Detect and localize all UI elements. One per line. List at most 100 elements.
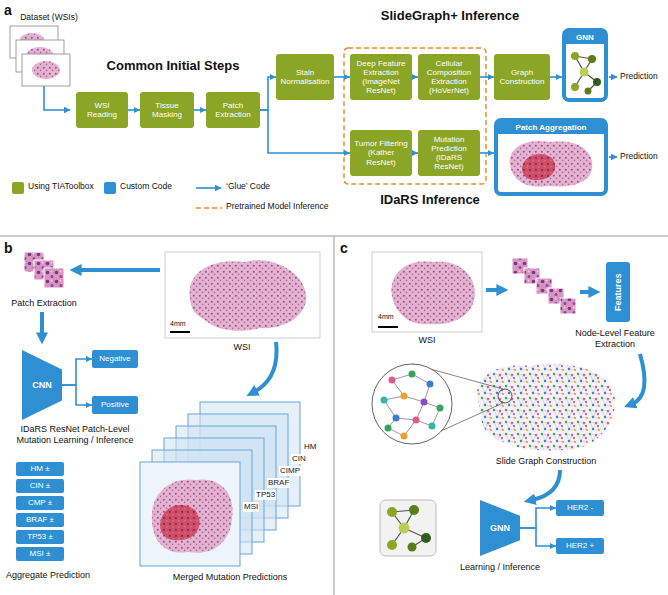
node-text: CNN xyxy=(32,380,52,390)
output-label: Prediction xyxy=(620,151,666,161)
custom-code-box: Negative xyxy=(92,350,138,368)
layer-label: CIMP xyxy=(279,466,301,476)
toolbox-step-box: Mutation Prediction (IDaRS ResNet) xyxy=(418,130,480,176)
panel-letter: a xyxy=(4,2,12,19)
legend-sample xyxy=(196,188,222,208)
custom-code-box: MSI ± xyxy=(16,547,64,561)
trapezoid-shape xyxy=(22,350,62,420)
slide-graph xyxy=(381,397,388,404)
graph-icon xyxy=(409,505,419,515)
node-text: Tumor Filtering (Kather ResNet) xyxy=(353,139,409,167)
flow-arrow xyxy=(260,77,276,110)
node-text: Stain Normalisation xyxy=(279,68,331,86)
node-text: MSI ± xyxy=(18,549,62,558)
section-heading: SlideGraph+ Inference xyxy=(350,8,550,24)
slide-graph xyxy=(409,371,416,378)
slide-graph xyxy=(413,417,420,424)
mutation-layer-stack xyxy=(152,479,233,552)
slide-graph xyxy=(401,393,408,400)
panel-letter: c xyxy=(340,240,348,257)
layer-label: BRAF xyxy=(267,478,290,488)
node-text: Mutation Prediction (IDaRS ResNet) xyxy=(421,135,477,172)
slide-graph xyxy=(372,364,615,451)
custom-code-box: HER2 + xyxy=(556,538,604,554)
whole-slide-image xyxy=(165,252,320,338)
toolbox-step-box: Tissue Masking xyxy=(140,92,194,128)
flow-arrow-big xyxy=(580,290,592,294)
mutation-layer-stack xyxy=(140,462,240,566)
image-caption: WSI xyxy=(407,335,447,346)
flow-arrow xyxy=(550,76,562,78)
patch-tiles xyxy=(560,298,576,314)
node-text: Features xyxy=(613,273,623,311)
layer-label: MSI xyxy=(243,502,259,512)
patch-tiles xyxy=(24,252,64,288)
image-caption: WSI xyxy=(222,342,262,353)
slide-graph xyxy=(393,415,400,422)
patch-tiles xyxy=(512,258,576,314)
graph-icon xyxy=(387,507,397,517)
legend-sample xyxy=(196,187,221,189)
slide-graph xyxy=(477,364,615,451)
slide-graph xyxy=(389,377,396,384)
flow-arrow-big xyxy=(532,470,560,500)
node-text: Positive xyxy=(94,400,136,409)
mutation-layer-stack xyxy=(140,402,300,566)
whole-slide-image xyxy=(372,252,482,332)
custom-code-box: BRAF ± xyxy=(16,513,64,527)
node-text: TP53 ± xyxy=(18,532,62,541)
flow-arrow xyxy=(480,152,494,154)
node-text: Cellular Composition Extraction (HoVerNe… xyxy=(421,59,477,96)
custom-module-box: GNN xyxy=(562,28,608,102)
node-text: Deep Feature Extraction (ImageNet ResNet… xyxy=(353,59,409,96)
mutation-layer-stack xyxy=(160,505,200,540)
node-text: Graph Construction xyxy=(497,68,547,86)
flow-arrow xyxy=(194,109,206,111)
network-trapezoid: CNN xyxy=(22,350,62,420)
dataset-slides xyxy=(10,26,70,110)
section-heading: Common Initial Steps xyxy=(88,58,258,74)
graph-icon xyxy=(380,500,436,556)
toolbox-step-box: Cellular Composition Extraction (HoVerNe… xyxy=(418,54,480,100)
flow-arrow-big xyxy=(486,288,500,292)
toolbox-step-box: Stain Normalisation xyxy=(276,54,334,100)
whole-slide-image xyxy=(165,252,320,338)
graph-icon xyxy=(387,540,397,550)
whole-slide-image xyxy=(378,326,398,328)
toolbox-step-box: Tumor Filtering (Kather ResNet) xyxy=(350,130,412,176)
slide-graph xyxy=(372,364,452,444)
slide-graph xyxy=(498,389,512,403)
network-trapezoid: GNN xyxy=(480,500,520,556)
pretrained-model-region xyxy=(344,48,486,184)
node-text: BRAF ± xyxy=(18,515,62,524)
output-label: Prediction xyxy=(620,71,666,81)
slide-graph xyxy=(384,374,440,436)
toolbox-step-box: Deep Feature Extraction (ImageNet ResNet… xyxy=(350,54,412,100)
step-caption: Patch Extraction xyxy=(4,298,84,309)
toolbox-step-box: Patch Extraction xyxy=(206,92,260,128)
flow-arrow-big xyxy=(40,312,44,336)
node-text: Negative xyxy=(94,354,136,363)
layer-label: CIN xyxy=(291,454,307,464)
custom-module-box: Patch Aggregation xyxy=(494,118,608,196)
dataset-slides xyxy=(44,86,70,110)
node-text: Patch Aggregation xyxy=(498,122,604,134)
step-caption: Merged Mutation Predictions xyxy=(140,572,320,583)
custom-code-box: Positive xyxy=(92,396,138,414)
dataset-label: Dataset (WSIs) xyxy=(16,12,82,22)
whole-slide-image xyxy=(392,261,476,324)
panel-divider xyxy=(334,236,335,595)
prediction-arrow xyxy=(609,156,617,158)
step-caption: Slide Graph Construction xyxy=(476,456,616,467)
flow-arrow xyxy=(520,508,556,528)
whole-slide-image xyxy=(170,331,190,333)
node-text: CIN ± xyxy=(18,481,62,490)
slide-graph xyxy=(401,433,408,440)
layer-label: HM xyxy=(303,442,317,452)
toolbox-step-box: WSI Reading xyxy=(76,92,128,128)
slide-graph xyxy=(437,405,444,412)
step-caption: IDaRS ResNet Patch-Level Mutation Learni… xyxy=(2,424,148,446)
legend-text: ‘Glue’ Code xyxy=(226,181,270,191)
